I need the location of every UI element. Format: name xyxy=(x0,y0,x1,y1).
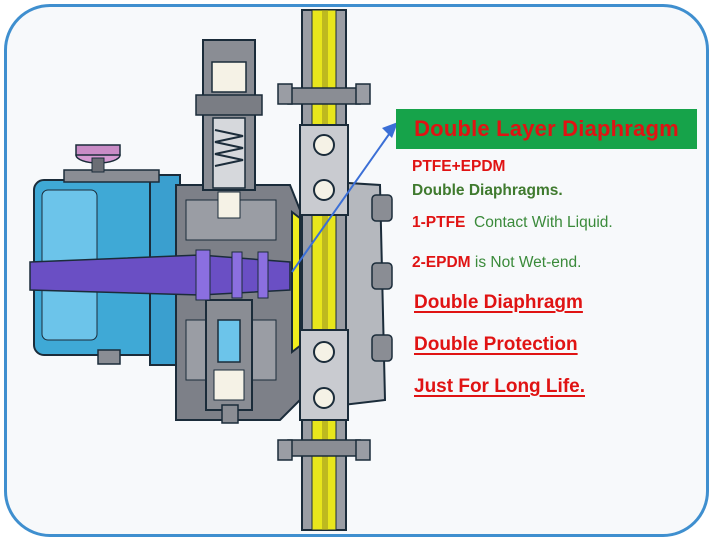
bottom-valve-assembly xyxy=(205,299,253,424)
check-valves xyxy=(287,87,361,457)
epdm-text: is Not Wet-end. xyxy=(474,254,582,271)
ptfe-text: Contact With Liquid. xyxy=(474,214,613,231)
highlight-double-protection: Double Protection xyxy=(414,334,578,355)
top-valve-assembly xyxy=(195,39,263,219)
material-label: PTFE+EPDM xyxy=(412,158,506,175)
ptfe-line: 1-PTFE Contact With Liquid. xyxy=(412,214,613,232)
callout-arrow xyxy=(291,122,398,273)
knob-icon xyxy=(75,144,121,173)
double-diaphragms-label: Double Diaphragms. xyxy=(412,182,563,199)
epdm-label: 2-EPDM xyxy=(412,254,471,271)
highlight-long-life: Just For Long Life. xyxy=(414,376,585,397)
ptfe-label: 1-PTFE xyxy=(412,214,466,231)
bolts xyxy=(97,83,371,461)
callout-title-box: Double Layer Diaphragm xyxy=(396,109,697,149)
epdm-line: 2-EPDM is Not Wet-end. xyxy=(412,254,581,272)
callout-title: Double Layer Diaphragm xyxy=(414,116,679,141)
highlight-double-diaphragm: Double Diaphragm xyxy=(414,292,583,313)
drive-rod xyxy=(29,249,291,301)
